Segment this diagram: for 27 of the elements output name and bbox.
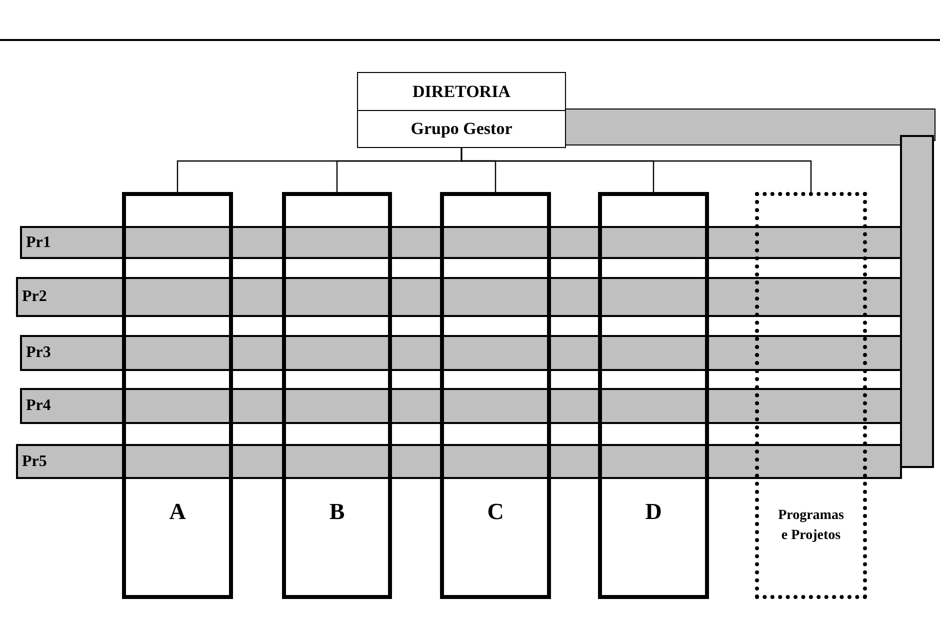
program-bar (20, 388, 902, 424)
org-box (357, 72, 566, 111)
program-label: Pr2 (22, 288, 47, 306)
area-column-dotted (755, 192, 867, 599)
program-bar (16, 444, 902, 479)
connector-bar (566, 110, 934, 144)
area-label: C (487, 499, 504, 525)
program-label: Pr3 (26, 344, 51, 362)
org-box (357, 110, 566, 148)
area-label: Programas e Projetos (778, 507, 844, 546)
area-label: A (169, 499, 186, 525)
area-label: D (645, 499, 662, 525)
area-label: B (329, 499, 345, 525)
box-title: Grupo Gestor (410, 119, 514, 139)
program-bar (20, 226, 902, 259)
vertical-bar (900, 135, 934, 468)
area-column (122, 192, 233, 599)
program-bar (16, 277, 902, 317)
program-bar (20, 335, 902, 371)
area-column (598, 192, 709, 599)
program-label: Pr1 (26, 234, 51, 252)
area-column (282, 192, 392, 599)
program-label: Pr5 (22, 452, 47, 470)
connector-line (460, 148, 812, 192)
box-title: DIRETORIA (412, 82, 512, 102)
program-label: Pr4 (26, 397, 51, 415)
area-column (440, 192, 551, 599)
